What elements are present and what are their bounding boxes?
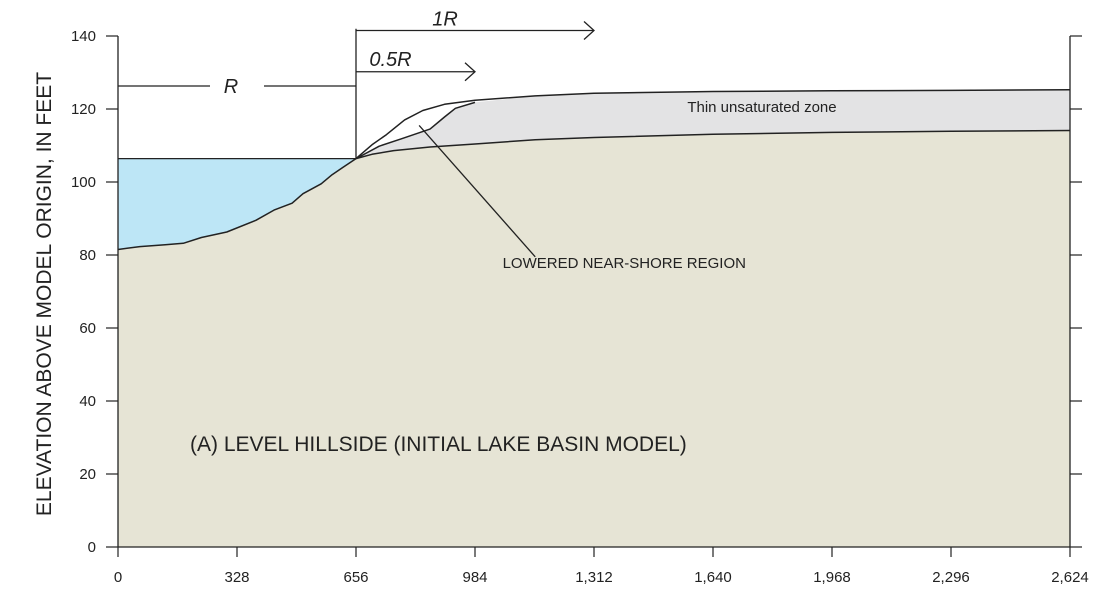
annotation-leader-line bbox=[418, 124, 536, 258]
lake-bottom-line bbox=[117, 157, 357, 251]
axis-tick-labels: 0 20 40 60 80 100 120 140 0 328 656 984 1,312 1,640 1,… bbox=[71, 28, 1089, 586]
x-tick-label: 2,624 bbox=[1051, 569, 1089, 586]
unsaturated-zone-fill bbox=[356, 89, 1070, 159]
x-tick-label: 1,640 bbox=[694, 569, 732, 586]
y-tick-label: 60 bbox=[79, 320, 96, 337]
axis-ticks bbox=[106, 35, 1082, 557]
y-tick-label: 120 bbox=[71, 101, 96, 118]
model-title: (A) LEVEL HILLSIDE (INITIAL LAKE BASIN M… bbox=[190, 433, 687, 456]
radius-label-1r: 1R bbox=[432, 9, 458, 31]
x-tick-label: 984 bbox=[462, 569, 487, 586]
radius-label-r: R bbox=[224, 76, 238, 98]
x-tick-label: 328 bbox=[224, 569, 249, 586]
radius-arrow-half-r-arrowhead bbox=[464, 62, 476, 82]
lowered-surface-line bbox=[355, 101, 476, 160]
y-tick-label: 0 bbox=[88, 539, 96, 556]
x-tick-label: 1,312 bbox=[575, 569, 613, 586]
x-tick-label: 656 bbox=[343, 569, 368, 586]
y-tick-label: 40 bbox=[79, 393, 96, 410]
annotation-lowered-near-shore-region: LOWERED NEAR-SHORE REGION bbox=[503, 255, 746, 272]
ground-fill bbox=[118, 130, 1070, 547]
land-surface-line bbox=[355, 88, 1071, 160]
y-axis-label: ELEVATION ABOVE MODEL ORIGIN, IN FEET bbox=[33, 72, 56, 516]
y-tick-label: 100 bbox=[71, 174, 96, 191]
radius-markers bbox=[118, 21, 595, 159]
x-tick-label: 0 bbox=[114, 569, 122, 586]
line-layers bbox=[117, 88, 1071, 251]
fill-layers bbox=[118, 89, 1070, 547]
y-tick-label: 140 bbox=[71, 28, 96, 45]
x-tick-label: 1,968 bbox=[813, 569, 851, 586]
water-table-line bbox=[355, 129, 1071, 160]
y-tick-label: 80 bbox=[79, 247, 96, 264]
annotation-thin-unsaturated-zone: Thin unsaturated zone bbox=[687, 99, 836, 116]
radius-label-half-r: 0.5R bbox=[369, 49, 411, 71]
radius-arrow-1r-arrowhead bbox=[583, 21, 595, 41]
lake-water-fill bbox=[118, 158, 356, 250]
x-tick-label: 2,296 bbox=[932, 569, 970, 586]
y-tick-label: 20 bbox=[79, 466, 96, 483]
